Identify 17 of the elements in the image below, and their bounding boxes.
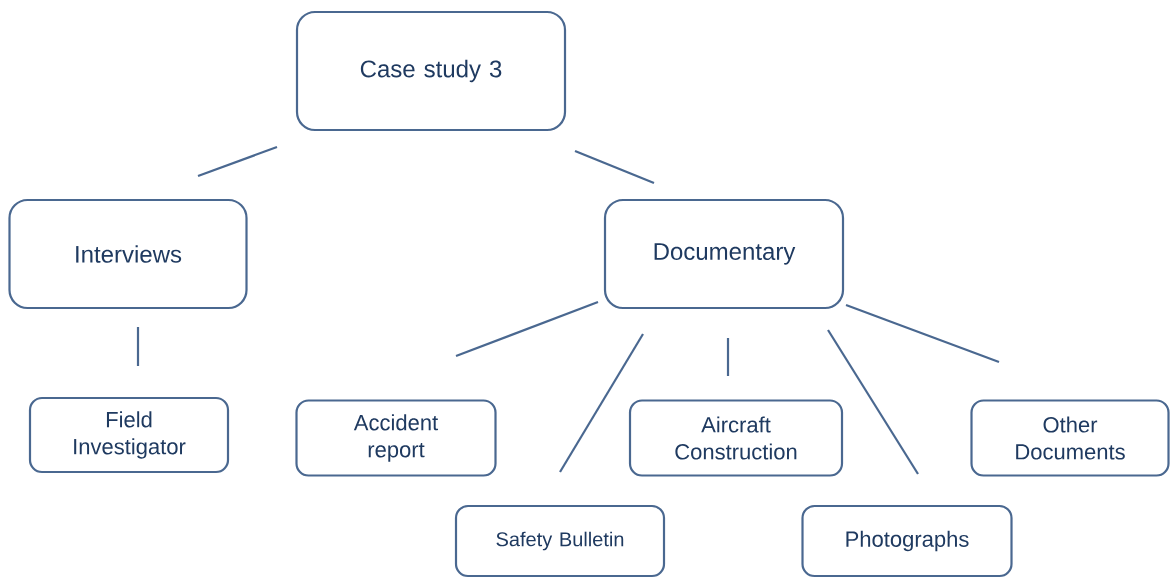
connector-line	[136, 327, 140, 366]
process-box: Field Investigator	[28, 396, 230, 474]
connector-line	[197, 145, 278, 178]
connector-line	[827, 329, 919, 475]
connector-line	[455, 301, 599, 358]
process-box: Accident report	[295, 399, 497, 477]
process-box: Other Documents	[970, 399, 1170, 477]
process-box: Documentary	[603, 198, 845, 310]
connector-line	[845, 303, 1000, 364]
connector-line	[726, 338, 730, 376]
process-box: Interviews	[8, 198, 248, 310]
process-box: Photographs	[801, 504, 1013, 578]
connector-line	[559, 333, 644, 473]
connector-line	[574, 150, 655, 185]
process-box: Aircraft Construction	[628, 399, 844, 477]
process-box: Case study 3	[295, 10, 567, 132]
process-box: Safety Bulletin	[454, 504, 666, 578]
